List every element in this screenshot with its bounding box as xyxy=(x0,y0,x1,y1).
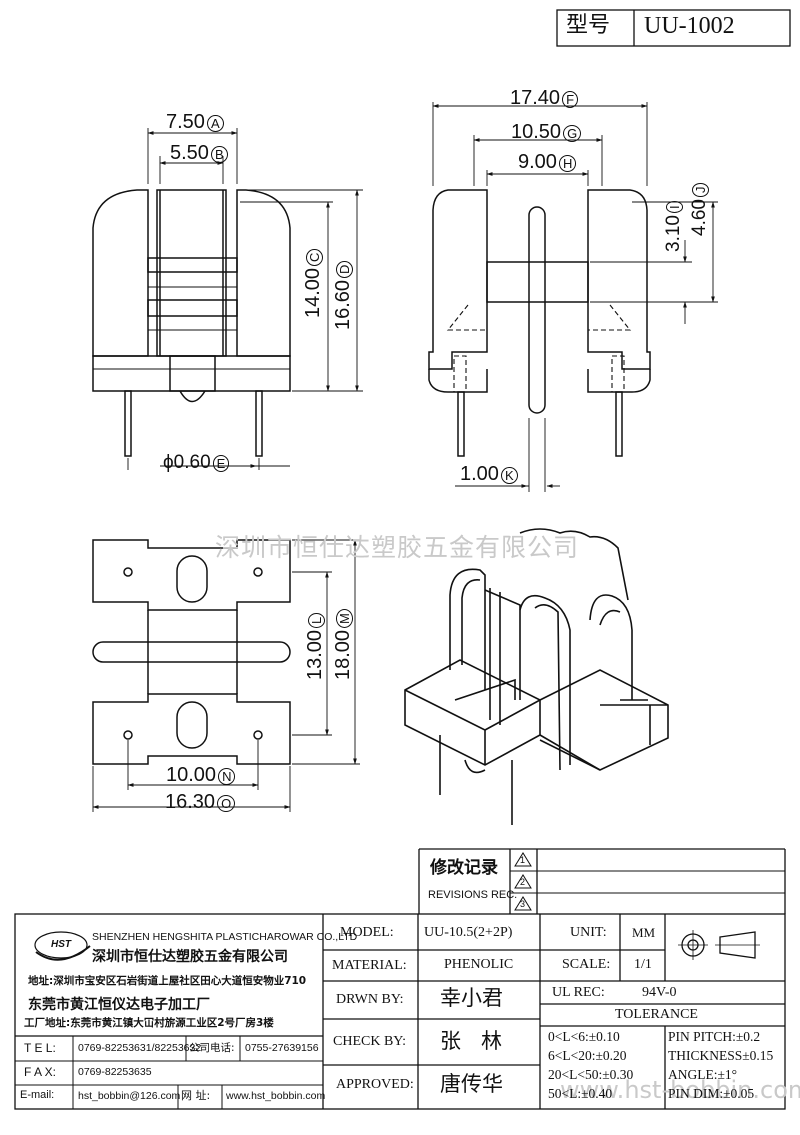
company-name-en: SHENZHEN HENGSHITA PLASTICHAROWAR CO.,LT… xyxy=(92,931,358,943)
dim-c: 14.00C xyxy=(302,248,324,318)
dim-m: 18.00M xyxy=(332,609,354,680)
tel-label: T E L: xyxy=(24,1041,56,1055)
pin-tolerance-row: ANGLE:±1° xyxy=(668,1067,738,1082)
spec-unit-label: UNIT: xyxy=(570,925,607,940)
web-label: 网 址: xyxy=(181,1089,211,1102)
tolerance-row: 20<L<50:±0.30 xyxy=(548,1067,634,1082)
model-header-label: 型号 xyxy=(566,13,611,38)
watermark-center: 深圳市恒仕达塑胶五金有限公司 xyxy=(215,533,580,562)
fax-label: F A X: xyxy=(24,1065,57,1079)
front-view xyxy=(92,189,291,457)
factory-name: 东莞市黄江恒仪达电子加工厂 xyxy=(28,997,210,1013)
spec-approved-label: APPROVED: xyxy=(336,1077,414,1092)
spec-check-value: 张 林 xyxy=(440,1029,503,1053)
revision-mark-1: 1 xyxy=(520,855,526,865)
spec-material-value: PHENOLIC xyxy=(444,957,514,972)
spec-drawn-label: DRWN BY: xyxy=(336,992,404,1007)
revision-mark-2: 2 xyxy=(520,877,526,887)
factory-address: 工厂地址:东莞市黄江镇大冚村旂源工业区2号厂房3楼 xyxy=(24,1017,274,1029)
spec-ul-value: 94V-0 xyxy=(642,985,677,1000)
phone-label: 公司电话: xyxy=(189,1042,235,1054)
spec-unit-value: MM xyxy=(632,925,656,940)
tolerance-row: 6<L<20:±0.20 xyxy=(548,1048,627,1063)
spec-ul-label: UL REC: xyxy=(552,985,605,1000)
email-value: hst_bobbin@126.com xyxy=(78,1090,181,1102)
model-header-value: UU-1002 xyxy=(644,13,735,39)
side-view-dims xyxy=(432,102,718,492)
revision-mark-3: 3 xyxy=(520,899,526,909)
watermark-bottom: www.hst-bobbin.com xyxy=(560,1076,800,1104)
spec-model-value: UU-10.5(2+2P) xyxy=(424,925,513,940)
dim-j: 4.60J xyxy=(689,182,710,236)
revisions-title: 修改记录 xyxy=(430,858,498,878)
pin-tolerance-row: PIN PITCH:±0.2 xyxy=(668,1029,761,1044)
tel-value: 0769-82253631/82253632 xyxy=(78,1042,202,1054)
spec-check-label: CHECK BY: xyxy=(333,1034,407,1049)
pin-tolerance-row: THICKNESS±0.15 xyxy=(668,1048,774,1063)
dim-l: 13.00L xyxy=(304,612,326,680)
web-value: www.hst_bobbin.com xyxy=(226,1090,326,1102)
company-name-cn: 深圳市恒仕达塑胶五金有限公司 xyxy=(92,949,288,965)
fax-value: 0769-82253635 xyxy=(78,1066,152,1078)
spec-approved-value: 唐传华 xyxy=(440,1072,503,1096)
front-view-dims xyxy=(127,128,363,470)
isometric-view xyxy=(404,528,669,825)
email-label: E-mail: xyxy=(20,1089,55,1101)
spec-material-label: MATERIAL: xyxy=(332,958,407,973)
pin-tolerance-row: PIN DIM:±0.05 xyxy=(668,1086,755,1101)
revisions-subtitle: REVISIONS REC. xyxy=(428,889,518,901)
top-view-dims xyxy=(92,539,360,812)
tolerance-row: 50<L:±0.40 xyxy=(548,1086,613,1101)
spec-model-label: MODEL: xyxy=(340,925,394,940)
spec-tolerance-label: TOLERANCE xyxy=(615,1007,698,1022)
company-address: 地址:深圳市宝安区石岩街道上屋社区田心大道恒安物业710 xyxy=(28,975,307,987)
top-view xyxy=(92,539,291,765)
spec-scale-label: SCALE: xyxy=(562,957,611,972)
tolerance-row: 0<L<6:±0.10 xyxy=(548,1029,620,1044)
title-block-grid xyxy=(14,9,791,1110)
phone-value: 0755-27639156 xyxy=(245,1042,319,1054)
spec-drawn-value: 幸小君 xyxy=(440,986,503,1010)
company-logo: HST xyxy=(51,939,71,950)
dim-i: 3.10I xyxy=(663,201,684,252)
dim-d: 16.60D xyxy=(332,260,354,330)
spec-scale-value: 1/1 xyxy=(634,957,652,972)
side-view xyxy=(428,189,651,457)
